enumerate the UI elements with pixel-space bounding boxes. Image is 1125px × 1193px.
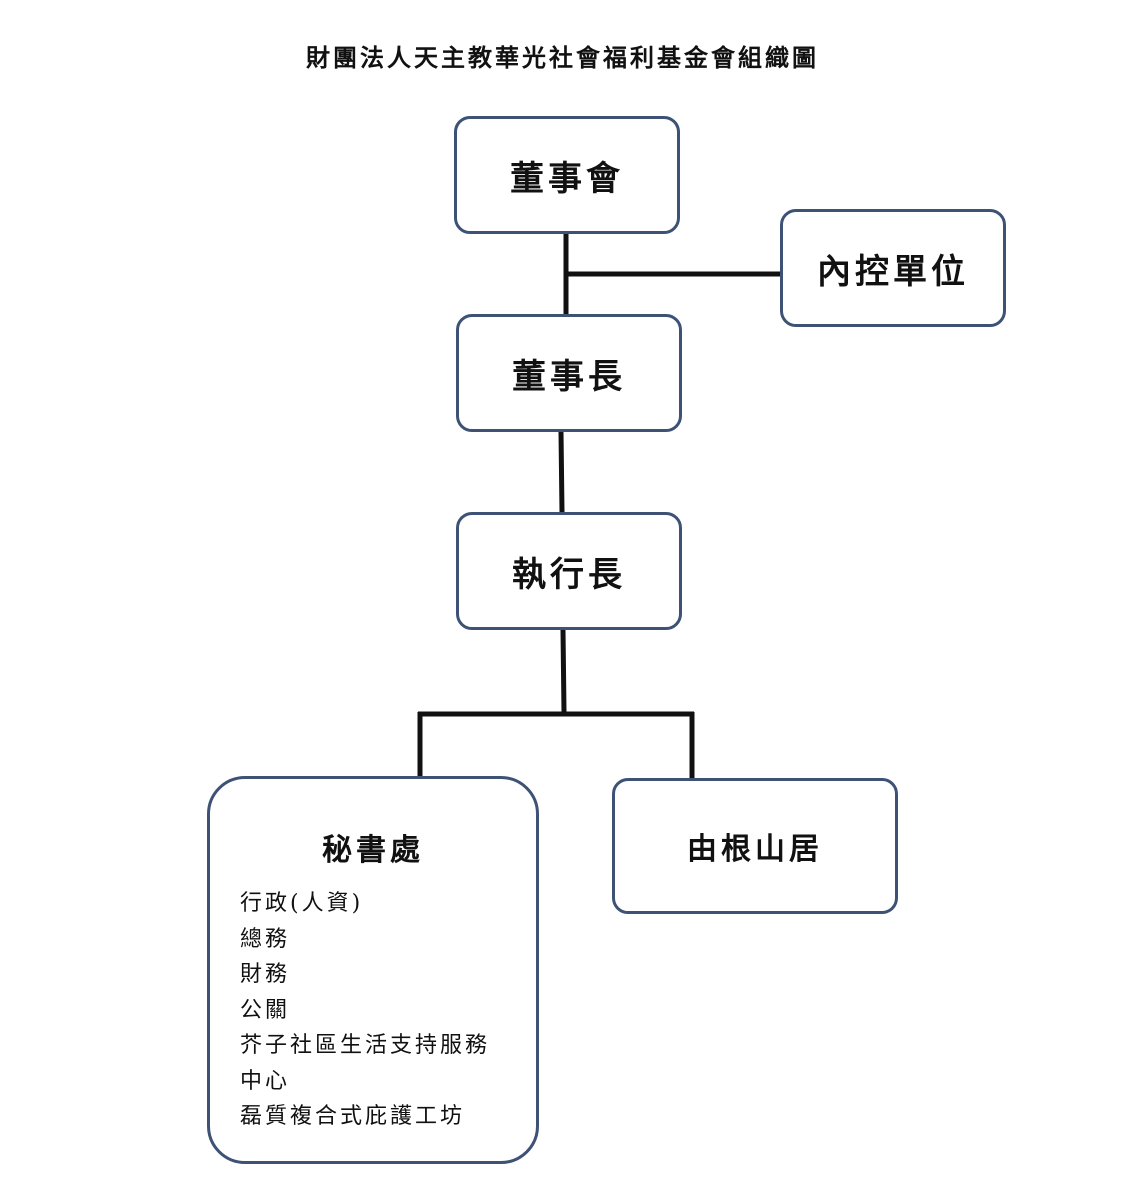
secretariat-item-list: 行政(人資) 總務 財務 公關 芥子社區生活支持服務 中心 磊質複合式庇護工坊	[240, 886, 490, 1135]
node-board: 董事會	[454, 116, 680, 234]
secretariat-item: 總務	[240, 926, 291, 952]
connector-chairman-ceo	[558, 431, 565, 513]
node-chairman: 董事長	[456, 314, 682, 432]
secretariat-item: 財務	[240, 962, 291, 987]
node-youken-label: 由根山居	[687, 832, 823, 867]
secretariat-item: 公關	[240, 997, 291, 1023]
node-ceo-label: 執行長	[512, 554, 626, 595]
secretariat-item: 行政(人資)	[240, 891, 364, 916]
node-secretariat: 秘書處 行政(人資) 總務 財務 公關 芥子社區生活支持服務 中心 磊質複合式庇…	[207, 776, 539, 1164]
node-chairman-label: 董事長	[512, 356, 626, 397]
node-secretariat-title: 秘書處	[322, 833, 424, 868]
node-internal-audit-label: 內控單位	[817, 251, 969, 292]
secretariat-item: 中心	[240, 1068, 291, 1094]
node-internal-audit: 內控單位	[780, 209, 1006, 327]
chart-title: 財團法人天主教華光社會福利基金會組織圖	[306, 43, 819, 72]
secretariat-item: 芥子社區生活支持服務	[240, 1033, 491, 1058]
node-board-label: 董事會	[510, 158, 624, 199]
connector-ceo-branch	[560, 629, 567, 713]
secretariat-item: 磊質複合式庇護工坊	[240, 1104, 466, 1129]
node-youken: 由根山居	[612, 778, 898, 914]
node-ceo: 執行長	[456, 512, 682, 630]
